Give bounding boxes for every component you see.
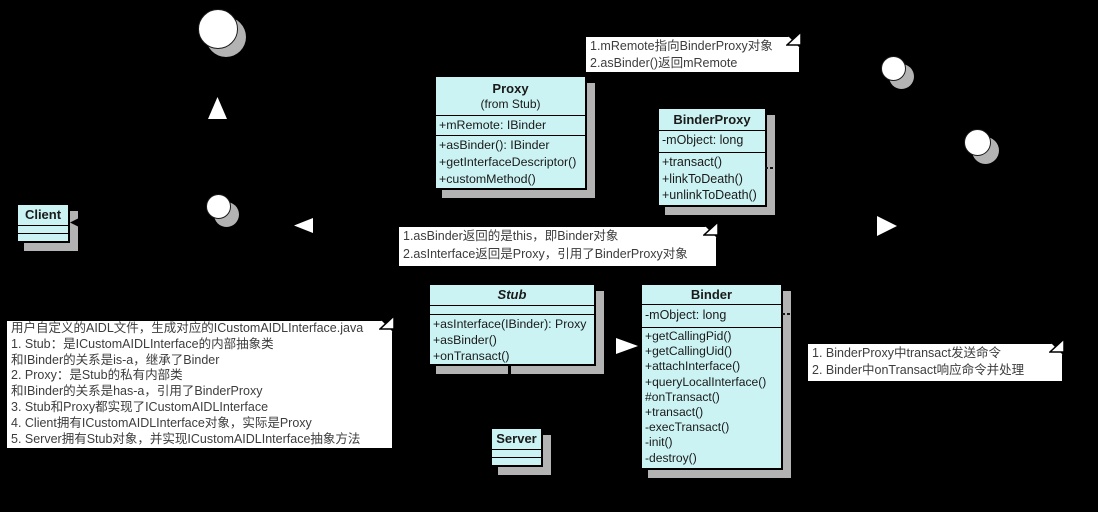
class-methods (18, 233, 68, 241)
uml-member: +mRemote: IBinder (439, 118, 547, 132)
uml-member: -mObject: long (662, 133, 744, 147)
class-stub: Stub +asInterface(IBinder): Proxy +asBind… (428, 283, 596, 366)
uml-member: +asBinder() (433, 333, 497, 347)
note-text: 1.asBinder返回的是this，即Binder对象 2.asInterfac… (398, 226, 717, 265)
class-proxy: Proxy (from Stub) +mRemote: IBinder +asB… (434, 75, 587, 190)
interface-lollipop-icon (198, 9, 238, 49)
note-aidl-description: 用户自定义的AIDL文件，生成对应的ICustomAIDLInterface.j… (6, 314, 395, 449)
note-line: 2.asBinder()返回mRemote (590, 55, 738, 70)
note-text: 1. BinderProxy中transact发送命令 2. Binder中onT… (807, 343, 1063, 380)
interface-lollipop-icon (206, 194, 231, 219)
class-header: Client (18, 205, 68, 225)
class-header: BinderProxy (659, 109, 765, 130)
note-line: 2. Binder中onTransact响应命令并处理 (812, 362, 1025, 377)
class-attributes: +mRemote: IBinder (436, 115, 585, 135)
class-header: Server (492, 429, 541, 449)
uml-member: +linkToDeath() (662, 171, 743, 186)
note-line: 1.asBinder返回的是this，即Binder对象 (403, 229, 619, 243)
dashed-connector-fragment (787, 313, 790, 315)
class-attributes (18, 225, 68, 233)
uml-member: +onTransact() (433, 349, 510, 363)
note-background (6, 320, 393, 449)
class-attributes (430, 305, 594, 314)
class-server: Server (490, 427, 543, 467)
note-line: 5. Server拥有Stub对象，并实现ICustomAIDLInterfac… (11, 431, 361, 446)
note-line: 1.mRemote指向BinderProxy对象 (590, 39, 773, 53)
class-name: Binder (690, 286, 733, 302)
note-fold-corner-icon (703, 220, 719, 236)
generalization-arrowhead-up-icon (208, 97, 227, 119)
note-text: 用户自定义的AIDL文件，生成对应的ICustomAIDLInterface.j… (6, 320, 393, 448)
note-line: 1. BinderProxy中transact发送命令 (812, 346, 1001, 360)
uml-member: #onTransact() (645, 389, 720, 404)
uml-member: -mObject: long (645, 308, 727, 322)
class-binderproxy: BinderProxy -mObject: long +transact() +l… (657, 107, 767, 207)
note-line: 2.asInterface返回是Proxy，引用了BinderProxy对象 (403, 246, 688, 261)
uml-member: -init() (645, 435, 673, 450)
note-asbinder-asinterface: 1.asBinder返回的是this，即Binder对象 2.asInterfac… (398, 220, 719, 267)
class-name: Client (24, 207, 62, 222)
class-attributes: -mObject: long (659, 130, 765, 152)
uml-member: +transact() (645, 405, 704, 420)
note-fold-corner-icon (786, 30, 802, 46)
uml-member: +queryLocalInterface() (645, 374, 767, 389)
note-mremote-binderproxy: 1.mRemote指向BinderProxy对象 2.asBinder()返回mR… (585, 30, 802, 73)
uml-member: +transact() (662, 155, 723, 169)
note-line: 1. Stub：是ICustomAIDLInterface的内部抽象类 (11, 336, 274, 351)
connector-line-fragment (508, 366, 511, 376)
uml-member: +getCallingPid() (645, 329, 732, 343)
class-methods: +asBinder(): IBinder +getInterfaceDescrip… (436, 135, 585, 188)
interface-lollipop-icon (964, 129, 991, 156)
interface-lollipop-icon (881, 56, 906, 81)
dashed-connector-fragment (770, 167, 773, 169)
uml-member: -execTransact() (645, 420, 730, 435)
note-line: 2. Proxy：是Stub的私有内部类 (11, 368, 183, 383)
note-text: 1.mRemote指向BinderProxy对象 2.asBinder()返回mR… (585, 36, 800, 73)
note-fold-corner-icon (1049, 337, 1065, 353)
class-stereotype: (from Stub) (480, 97, 541, 111)
association-arrowhead-left-icon (70, 218, 79, 227)
class-header: Binder (642, 285, 781, 304)
class-header: Proxy (from Stub) (436, 77, 585, 115)
note-transact-flow: 1. BinderProxy中transact发送命令 2. Binder中onT… (807, 337, 1065, 382)
dashed-connector-fragment (765, 167, 768, 169)
uml-member: +customMethod() (439, 171, 536, 186)
class-header: Stub (430, 285, 594, 305)
note-fold-corner-icon (379, 314, 395, 330)
arrowhead-right-icon (877, 216, 897, 236)
uml-member: -destroy() (645, 450, 697, 465)
uml-member: +asInterface(IBinder): Proxy (433, 317, 587, 331)
class-name: BinderProxy (673, 111, 751, 127)
dashed-connector-fragment (782, 313, 785, 315)
class-name: Server (496, 431, 537, 446)
class-attributes: -mObject: long (642, 304, 781, 327)
note-line: 4. Client拥有ICustomAIDLInterface对象，实际是Pro… (11, 415, 312, 430)
class-binder: Binder -mObject: long +getCallingPid()+g… (640, 283, 783, 470)
uml-member: +getCallingUid() (645, 344, 733, 359)
class-methods: +asInterface(IBinder): Proxy +asBinder() +… (430, 314, 594, 364)
note-background (398, 226, 717, 267)
realization-arrowhead-right-icon (616, 338, 638, 354)
note-background (585, 36, 800, 73)
class-attributes (492, 449, 541, 457)
uml-member: +unlinkToDeath() (662, 188, 757, 202)
note-line: 和IBinder的关系是is-a，继承了Binder (11, 352, 220, 367)
uml-member: +getInterfaceDescriptor() (439, 154, 577, 169)
note-line: 3. Stub和Proxy都实现了ICustomAIDLInterface (11, 399, 269, 414)
class-name: Stub (497, 287, 527, 302)
note-background (807, 343, 1063, 382)
class-methods (492, 457, 541, 465)
class-client: Client (16, 203, 70, 243)
note-line: 和IBinder的关系是has-a，引用了BinderProxy (11, 384, 263, 399)
arrowhead-left-icon (294, 218, 313, 233)
note-line: 用户自定义的AIDL文件，生成对应的ICustomAIDLInterface.j… (11, 321, 364, 335)
class-methods: +getCallingPid()+getCallingUid()+attachI… (642, 327, 781, 468)
class-name: Proxy (492, 81, 529, 96)
class-methods: +transact() +linkToDeath() +unlinkToDeath(… (659, 152, 765, 205)
uml-member: +asBinder(): IBinder (439, 138, 550, 152)
uml-member: +attachInterface() (645, 359, 741, 374)
